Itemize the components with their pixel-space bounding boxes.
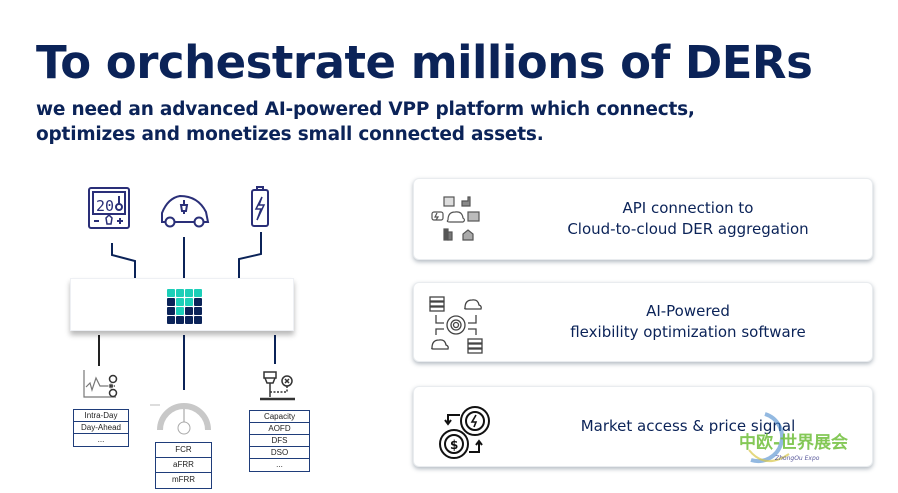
svg-text:20: 20	[96, 197, 114, 215]
logo-cell	[185, 307, 193, 315]
page-subtitle: we need an advanced AI-powered VPP platf…	[36, 99, 695, 145]
market-table-cell: ...	[97, 435, 105, 444]
gauge-icon	[150, 403, 211, 435]
electric-car-icon	[161, 194, 210, 228]
market-connector-lines	[98, 335, 276, 390]
logo-cell	[185, 298, 193, 306]
card-ai-optimization-line2: flexibility optimization software	[570, 323, 806, 341]
plug-cancel-icon	[260, 371, 295, 401]
device-connector-lines	[111, 232, 262, 278]
market-table-cell: Day-Ahead	[74, 422, 128, 434]
logo-cell	[167, 289, 175, 297]
card-api-connection: API connection to Cloud-to-cloud DER agg…	[413, 178, 873, 260]
logo-cell	[176, 289, 184, 297]
card-market-access: $ Market access & price signal	[413, 386, 873, 467]
battery-icon	[251, 186, 269, 227]
market-table-cell: AOFD	[250, 423, 309, 435]
logo-cell	[194, 316, 202, 324]
intraday-chart-icon	[83, 370, 118, 398]
market-table-cell: Capacity	[250, 411, 309, 423]
watermark-text: 中欧-世界展会	[739, 432, 848, 453]
card-ai-optimization-line1: AI-Powered	[646, 302, 730, 320]
expo-watermark: 中欧-世界展会 ZhongOu Expo	[739, 412, 848, 464]
logo-cell	[176, 316, 184, 324]
logo-cell	[194, 289, 202, 297]
card-api-connection-line2: Cloud-to-cloud DER aggregation	[567, 220, 809, 238]
market-table-cell: mFRR	[171, 475, 196, 484]
gear-servers-icon	[429, 296, 483, 354]
market-table-cell: DSO	[250, 447, 309, 459]
logo-cell	[185, 289, 193, 297]
logo-cell	[167, 298, 175, 306]
cloud-devices-icon	[431, 196, 480, 241]
logo-cell	[176, 298, 184, 306]
svg-text:$: $	[450, 438, 458, 452]
logo-cell	[167, 316, 175, 324]
logo-cell	[185, 316, 193, 324]
coins-exchange-icon: $	[439, 406, 490, 459]
market-table-cell: DFS	[250, 435, 309, 447]
market-table-cell: ...	[276, 460, 283, 469]
platform-logo-icon	[167, 289, 202, 324]
card-market-access-line1: Market access & price signal	[580, 417, 796, 435]
logo-cell	[176, 307, 184, 315]
logo-cell	[194, 307, 202, 315]
market-table-cell: FCR	[156, 443, 211, 458]
card-ai-optimization: AI-Powered flexibility optimization soft…	[413, 282, 873, 362]
page-title: To orchestrate millions of DERs	[36, 36, 813, 89]
card-api-connection-line1: API connection to	[622, 199, 754, 217]
thermostat-icon: 20	[88, 187, 130, 229]
vpp-platform-hub	[70, 278, 294, 331]
market-table-cell: Intra-Day	[74, 410, 128, 422]
logo-cell	[167, 307, 175, 315]
market-table-cell: aFRR	[156, 458, 211, 473]
watermark-subtext: ZhongOu Expo	[774, 455, 820, 462]
logo-cell	[194, 298, 202, 306]
